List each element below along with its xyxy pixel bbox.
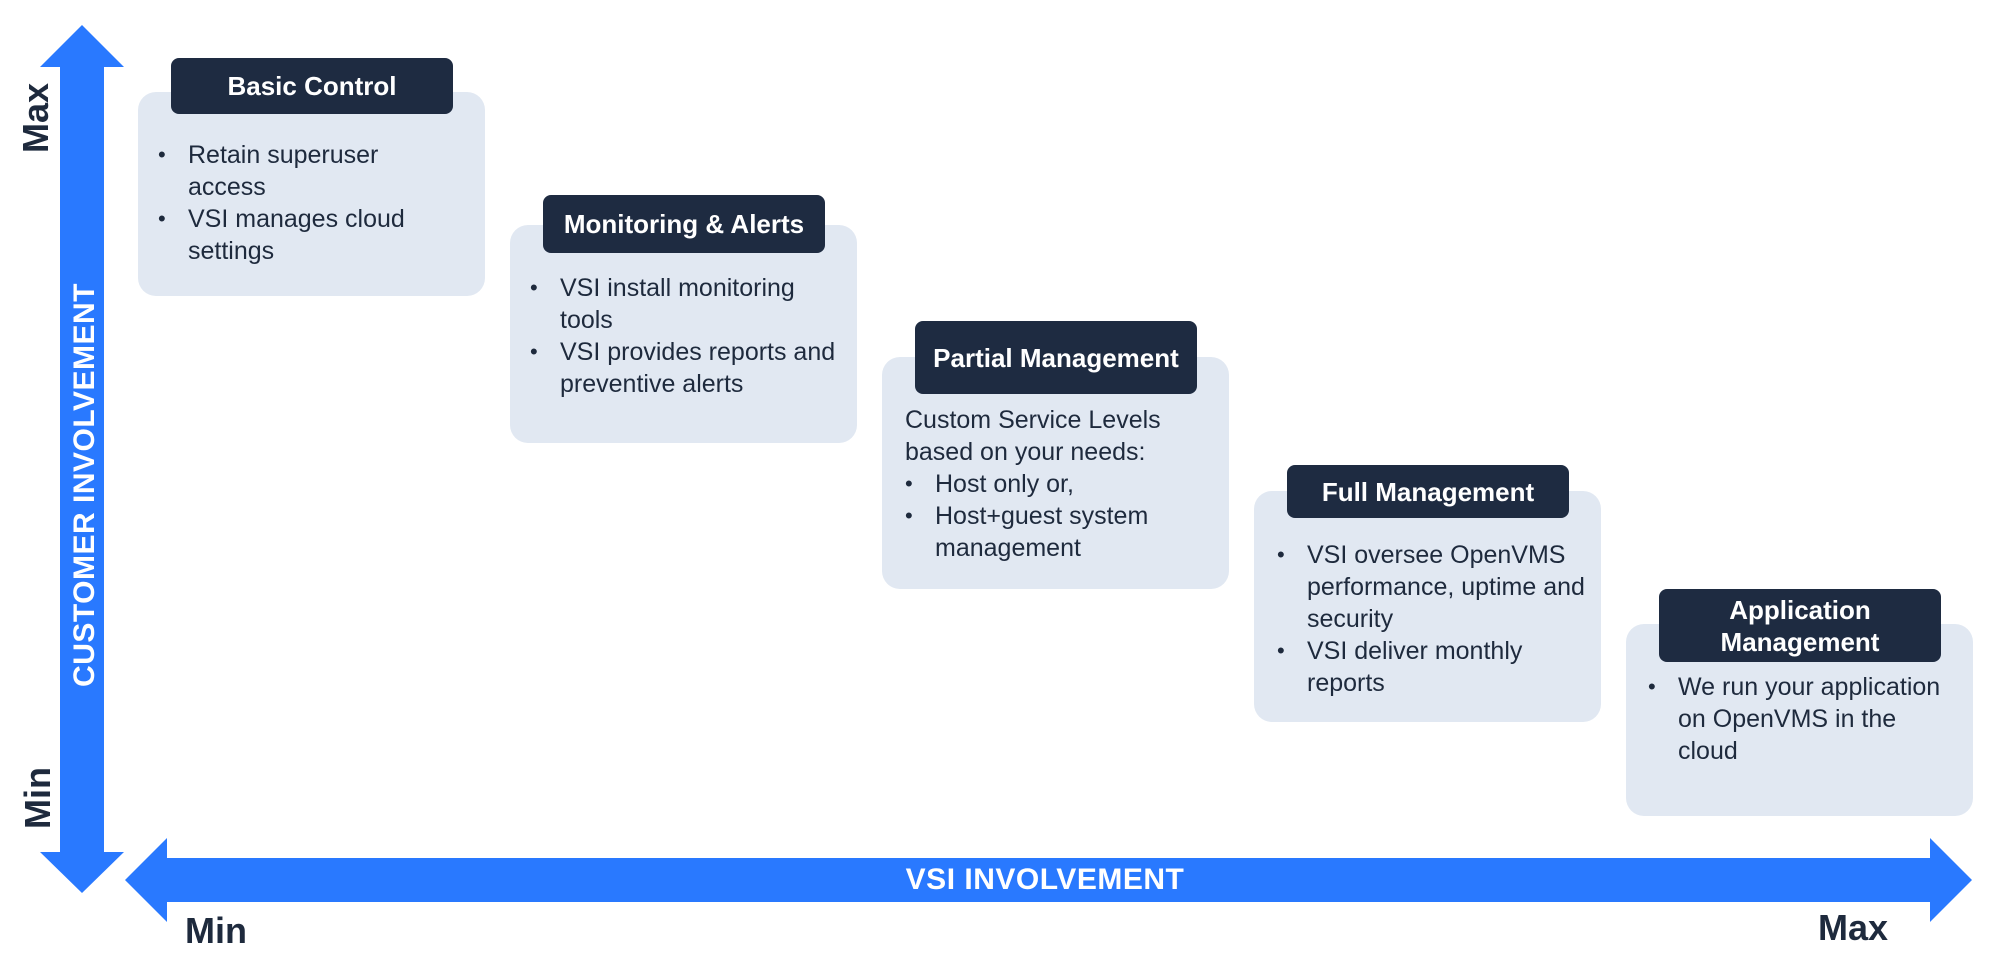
bullet-list: VSI oversee OpenVMS performance, uptime … [1277, 539, 1587, 699]
bullet-item: VSI oversee OpenVMS performance, uptime … [1277, 539, 1587, 635]
stage-body: Retain superuser access VSI manages clou… [158, 139, 458, 267]
x-axis-min-label: Min [185, 910, 247, 951]
bullet-item: Host+guest system management [905, 500, 1205, 564]
bullet-item: Host only or, [905, 468, 1205, 500]
stage-title: Partial Management [915, 321, 1197, 394]
x-axis-max-label: Max [1818, 907, 1889, 948]
bullet-item: Retain superuser access [158, 139, 458, 203]
stage-title: Full Management [1287, 465, 1569, 518]
stage-title: Basic Control [171, 58, 453, 114]
stage-title: Monitoring & Alerts [543, 195, 825, 253]
bullet-item: VSI install monitoring tools [530, 272, 840, 336]
bullet-item: VSI provides reports and preventive aler… [530, 336, 840, 400]
x-axis-title: VSI INVOLVEMENT [905, 863, 1185, 896]
y-axis-arrow [40, 25, 124, 893]
stage-body: VSI install monitoring tools VSI provide… [530, 272, 840, 400]
stage-body: Custom Service Levels based on your need… [905, 404, 1205, 564]
bullet-item: VSI manages cloud settings [158, 203, 458, 267]
bullet-list: Host only or, Host+guest system manageme… [905, 468, 1205, 564]
bullet-list: Retain superuser access VSI manages clou… [158, 139, 458, 267]
stage-body: VSI oversee OpenVMS performance, uptime … [1277, 539, 1587, 699]
bullet-item: We run your application on OpenVMS in th… [1648, 671, 1958, 767]
bullet-list: We run your application on OpenVMS in th… [1648, 671, 1958, 767]
y-axis-max-text: Max [15, 82, 56, 154]
bullet-item: VSI deliver monthly reports [1277, 635, 1587, 699]
bullet-list: VSI install monitoring tools VSI provide… [530, 272, 840, 400]
y-axis-min-text: Min [17, 767, 58, 829]
x-axis-arrow [125, 838, 1972, 922]
stage-title: Application Management [1659, 589, 1941, 662]
y-axis-title-text: CUSTOMER INVOLVEMENT [68, 283, 101, 687]
stage-intro: Custom Service Levels based on your need… [905, 406, 1161, 466]
stage-body: We run your application on OpenVMS in th… [1648, 671, 1958, 767]
